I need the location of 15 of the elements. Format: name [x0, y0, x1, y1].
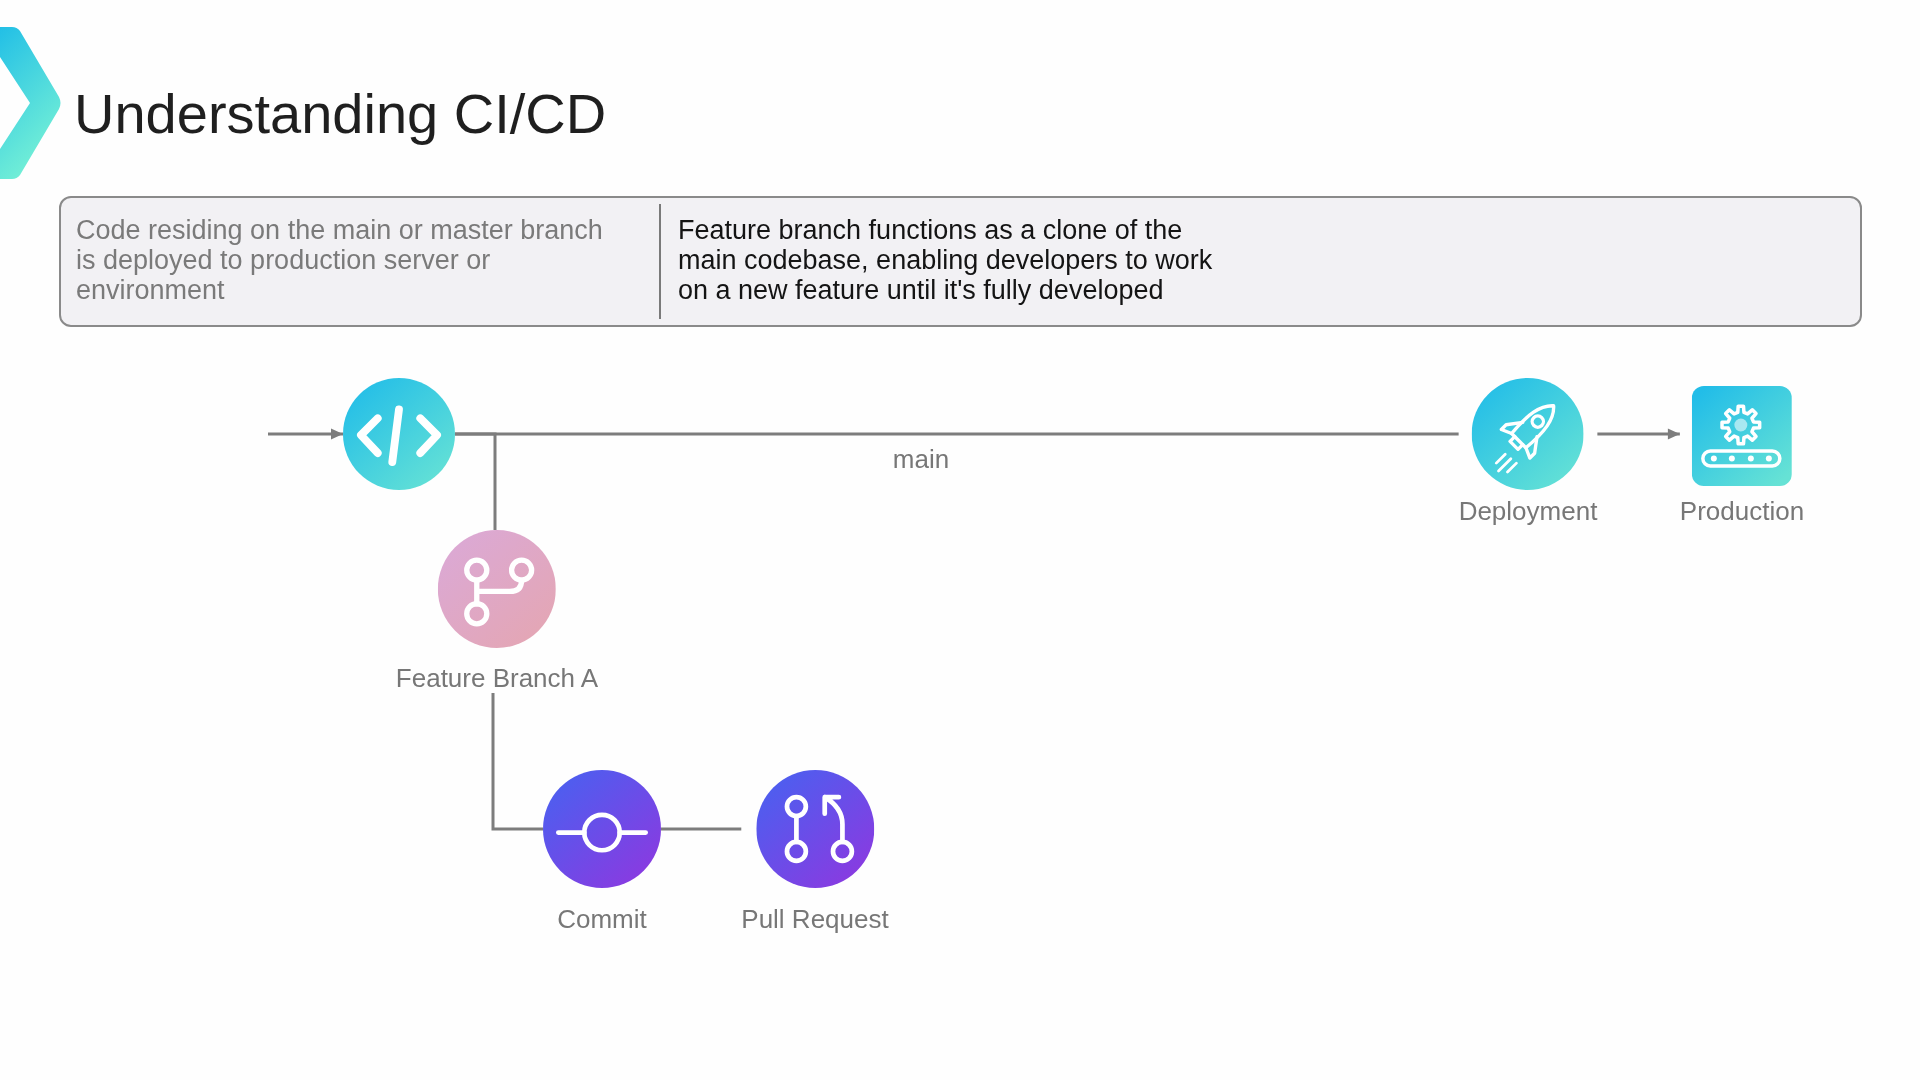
node-label: Feature Branch A [395, 663, 599, 693]
edge-label: main [892, 444, 950, 474]
arrow [1597, 428, 1680, 440]
description-text: Feature branch functions as a clone of the main codebase, enabling developers to work on a new feature until it's fully developed [678, 215, 1214, 305]
description-text: Code residing on the main or master branch is deployed to production server or environment [76, 215, 604, 305]
node-label: Production [1679, 496, 1805, 526]
slide-title: Understanding CI/CD [74, 82, 607, 146]
connector-line [491, 693, 543, 831]
connector-line [661, 827, 742, 831]
node-label: Pull Request [741, 904, 889, 934]
node-label: Commit [557, 904, 647, 934]
node-label: Deployment [1458, 496, 1598, 526]
arrow [268, 428, 343, 440]
info-panel [59, 196, 1862, 327]
connector-line [455, 432, 497, 530]
